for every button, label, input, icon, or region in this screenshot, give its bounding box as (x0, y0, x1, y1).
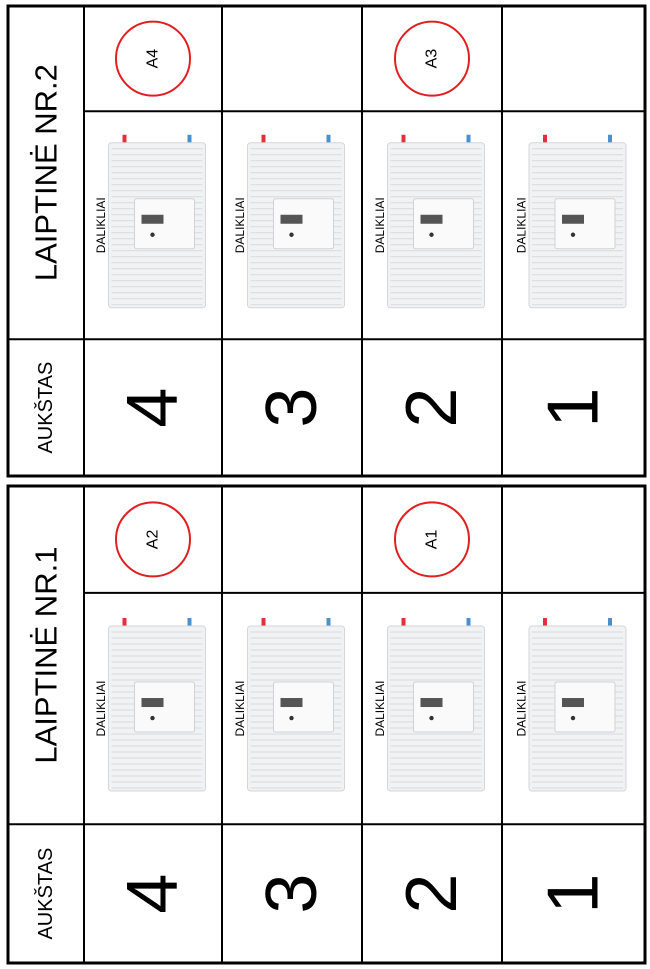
floor-number: 1 (534, 388, 614, 428)
floor-column: DALIKLIAI 1 (515, 618, 627, 914)
floor-number: 1 (534, 874, 614, 914)
meter-display-icon (562, 698, 584, 707)
radiator-label: DALIKLIAI (94, 681, 108, 737)
stairwell-title: LAIPTINĖ NR.2 (29, 64, 64, 281)
radiator-label: DALIKLIAI (515, 681, 529, 737)
floor-header: AUKŠTAS (34, 848, 57, 940)
floor-number: 3 (252, 874, 332, 914)
floor-header: AUKŠTAS (34, 362, 57, 454)
apartment-label: A4 (145, 49, 162, 69)
meter-display-icon (421, 215, 443, 224)
floor-number: 4 (113, 874, 193, 914)
meter-display-icon (421, 698, 443, 707)
meter-display-icon (562, 215, 584, 224)
floor-column: DALIKLIAI 3 (233, 618, 345, 914)
meter-display-icon (142, 698, 164, 707)
radiator-label: DALIKLIAI (515, 197, 529, 253)
floor-number: 3 (252, 388, 332, 428)
floor-column: DALIKLIAI 3 (233, 135, 345, 428)
radiator-label: DALIKLIAI (373, 197, 387, 253)
radiator-label: DALIKLIAI (94, 197, 108, 253)
apartment-label: A1 (424, 530, 441, 550)
apartment-label: A3 (424, 49, 441, 69)
radiator-label: DALIKLIAI (233, 681, 247, 737)
meter-display-icon (281, 698, 303, 707)
apartment-label: A2 (145, 530, 162, 550)
meter-display-icon (142, 215, 164, 224)
floor-number: 4 (113, 388, 193, 428)
meter-display-icon (281, 215, 303, 224)
floor-number: 2 (392, 874, 472, 914)
floor-column: DALIKLIAI 1 (515, 135, 627, 428)
floor-number: 2 (392, 388, 472, 428)
radiator-label: DALIKLIAI (233, 197, 247, 253)
radiator-label: DALIKLIAI (373, 681, 387, 737)
stairwell-title: LAIPTINĖ NR.1 (29, 547, 64, 764)
